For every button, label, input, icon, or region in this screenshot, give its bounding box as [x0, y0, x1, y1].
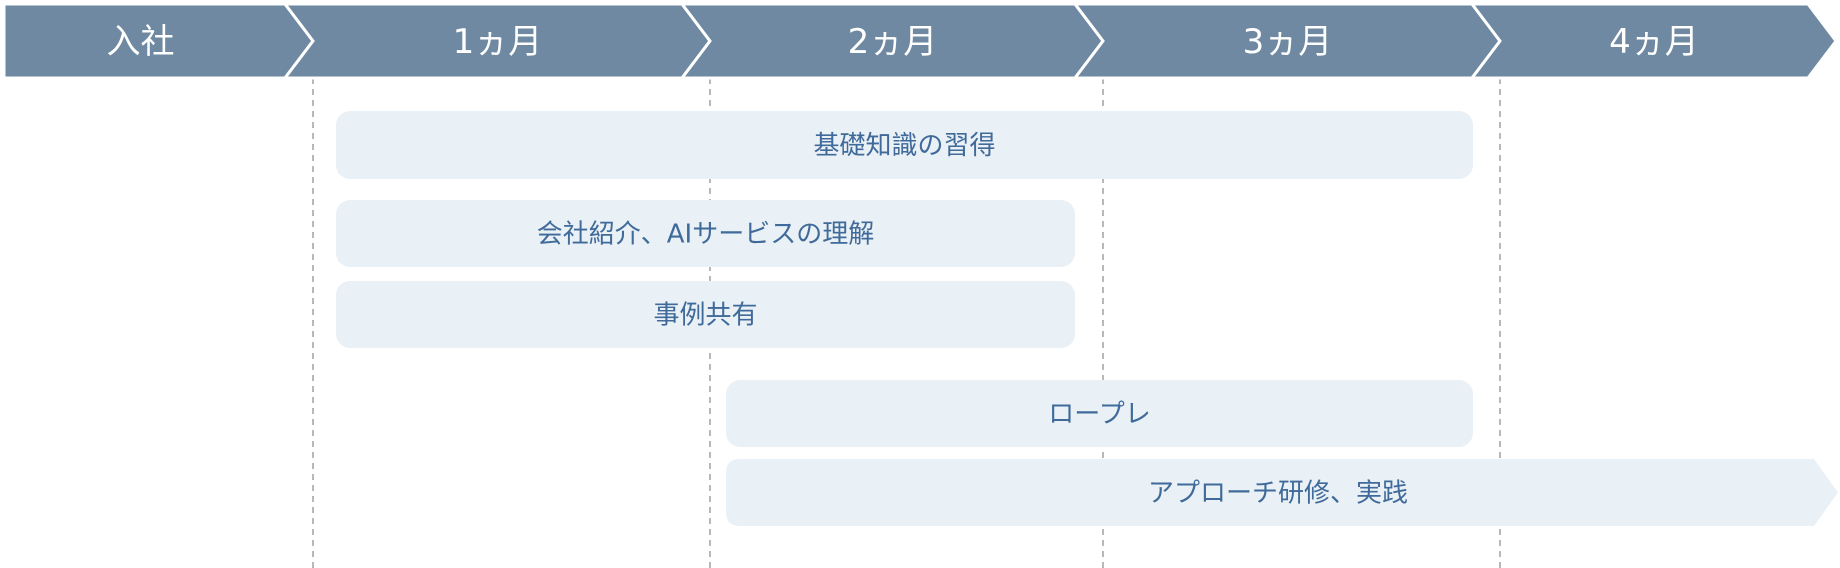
task-bar: 基礎知識の習得	[336, 111, 1473, 179]
task-label: 基礎知識の習得	[813, 131, 995, 161]
task-bar: ロープレ	[726, 380, 1473, 447]
phase-label: 入社	[107, 22, 175, 62]
task-label: 事例共有	[653, 301, 757, 331]
phase-1: 1ヵ月	[281, 2, 712, 80]
phase-2: 2ヵ月	[678, 2, 1105, 80]
phase-chevron	[1468, 2, 1838, 80]
phase-label: 4ヵ月	[1609, 22, 1699, 62]
task-bar: アプローチ研修、実践	[726, 459, 1838, 526]
task-label: ロープレ	[1048, 400, 1150, 430]
phase-3: 3ヵ月	[1071, 2, 1502, 80]
task-bar-shape	[336, 111, 1473, 179]
task-bar-shape	[726, 380, 1473, 447]
phase-0: 入社	[2, 2, 315, 80]
task-label: アプローチ研修、実践	[1148, 479, 1408, 509]
task-label: 会社紹介、AIサービスの理解	[537, 220, 874, 250]
task-bar-arrow-shape	[726, 459, 1838, 526]
phase-4: 4ヵ月	[1468, 2, 1838, 80]
task-bar: 会社紹介、AIサービスの理解	[336, 200, 1075, 267]
phase-label: 3ヵ月	[1243, 22, 1333, 62]
task-bar-shape	[336, 200, 1075, 267]
task-bar: 事例共有	[336, 281, 1075, 348]
phase-label: 1ヵ月	[453, 22, 543, 62]
task-bar-shape	[336, 281, 1075, 348]
timeline-header: 入社 1ヵ月 2ヵ月 3ヵ月 4ヵ月	[2, 2, 1838, 80]
phase-label: 2ヵ月	[848, 22, 938, 62]
